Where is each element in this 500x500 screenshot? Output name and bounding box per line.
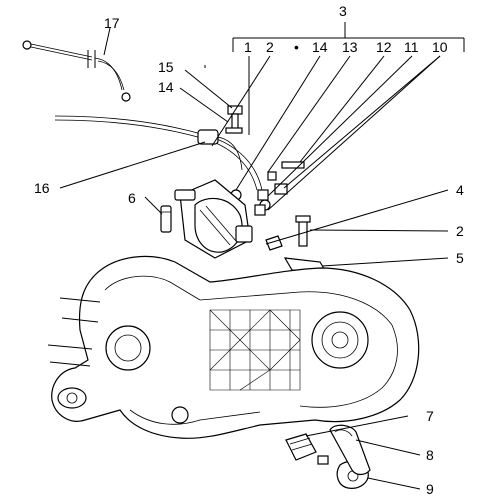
bolt-15	[225, 105, 243, 134]
callout-17: 17	[104, 15, 120, 31]
pin-6	[160, 205, 172, 233]
callout-5: 5	[456, 250, 464, 266]
callout-14-left: 14	[158, 79, 174, 95]
callout-16: 16	[34, 180, 50, 196]
sensor-assembly	[285, 424, 371, 489]
callout-7: 7	[426, 408, 434, 424]
callout-1: 1	[244, 39, 252, 55]
callout-4: 4	[456, 182, 464, 198]
cable-17	[22, 27, 131, 102]
crankcase	[47, 255, 420, 439]
starter-motor	[174, 179, 253, 259]
lever-parts	[265, 215, 328, 273]
callout-10: 10	[432, 39, 448, 55]
callout-2-top: 2	[266, 39, 274, 55]
callout-11: 11	[404, 39, 419, 55]
callout-15: 15	[158, 59, 174, 75]
callout-13: 13	[342, 39, 358, 55]
leader-lines	[59, 55, 449, 490]
callout-6: 6	[128, 190, 136, 206]
callout-9: 9	[426, 481, 434, 497]
callout-dot: •	[294, 39, 299, 55]
callout-labels: 3 17 1 2 • 14 13 12 11 10 15 14 16 6 4 2…	[34, 3, 464, 497]
screws-group	[254, 161, 305, 216]
callout-3: 3	[339, 3, 347, 19]
group-3-bracket	[232, 22, 465, 52]
callout-2-right: 2	[456, 223, 464, 239]
callout-8: 8	[426, 447, 434, 463]
callout-12: 12	[376, 39, 392, 55]
callout-14-top: 14	[312, 39, 328, 55]
